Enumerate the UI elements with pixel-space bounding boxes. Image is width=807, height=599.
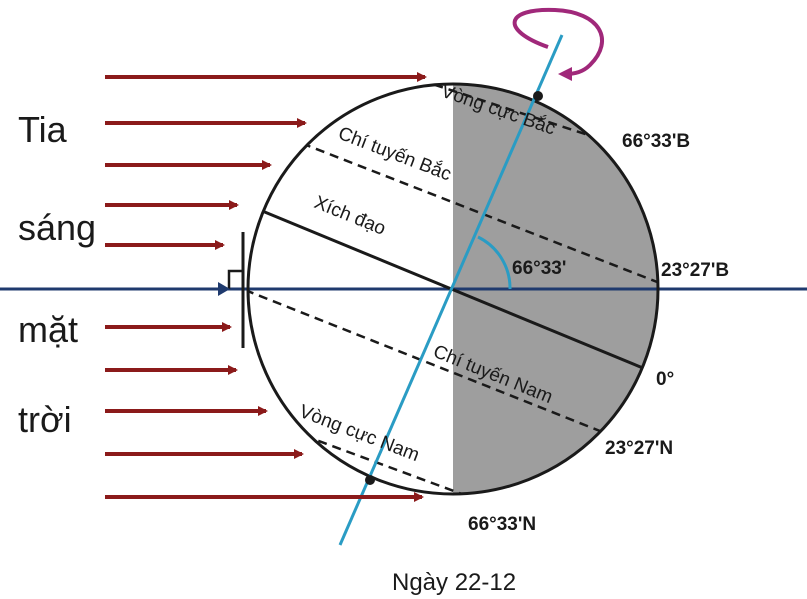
axis-angle-label: 66°33': [512, 258, 566, 279]
earth-globe: [246, 82, 660, 496]
antarctic-circle-label: Vòng cực Nam: [296, 401, 422, 466]
earth-axis: [338, 34, 564, 546]
perpendicular-arrowhead-icon: [218, 282, 230, 296]
sun-label-line-1: Tia: [18, 109, 68, 150]
sun-label-line-4: trời: [18, 399, 72, 440]
tropic-of-capricorn-line: [248, 288, 611, 437]
south-pole-dot: [365, 475, 375, 485]
date-caption: Ngày 22-12: [392, 569, 516, 596]
cancer-degree-label: 23°27'B: [661, 260, 729, 281]
arctic-circle-line: [419, 84, 641, 154]
right-angle-marker: [227, 269, 243, 289]
capricorn-degree-label: 23°27'N: [605, 438, 673, 459]
equator-degree-label: 0°: [656, 369, 674, 390]
equator-line: [254, 206, 656, 375]
arctic-degree-label: 66°33'B: [622, 131, 690, 152]
rotation-arrow-icon: [512, 7, 604, 81]
north-pole-dot: [533, 91, 543, 101]
antarctic-degree-label: 66°33'N: [468, 514, 536, 535]
tropic-of-cancer-label: Chí tuyến Bắc: [335, 122, 454, 185]
equator-label: Xích đạo: [311, 192, 388, 240]
sun-label-line-3: mặt: [18, 309, 78, 350]
axis-angle-arc: [477, 235, 512, 290]
sun-rays: [105, 72, 427, 502]
tropic-of-cancer-line: [259, 125, 658, 289]
sun-label-line-2: sáng: [18, 207, 96, 248]
